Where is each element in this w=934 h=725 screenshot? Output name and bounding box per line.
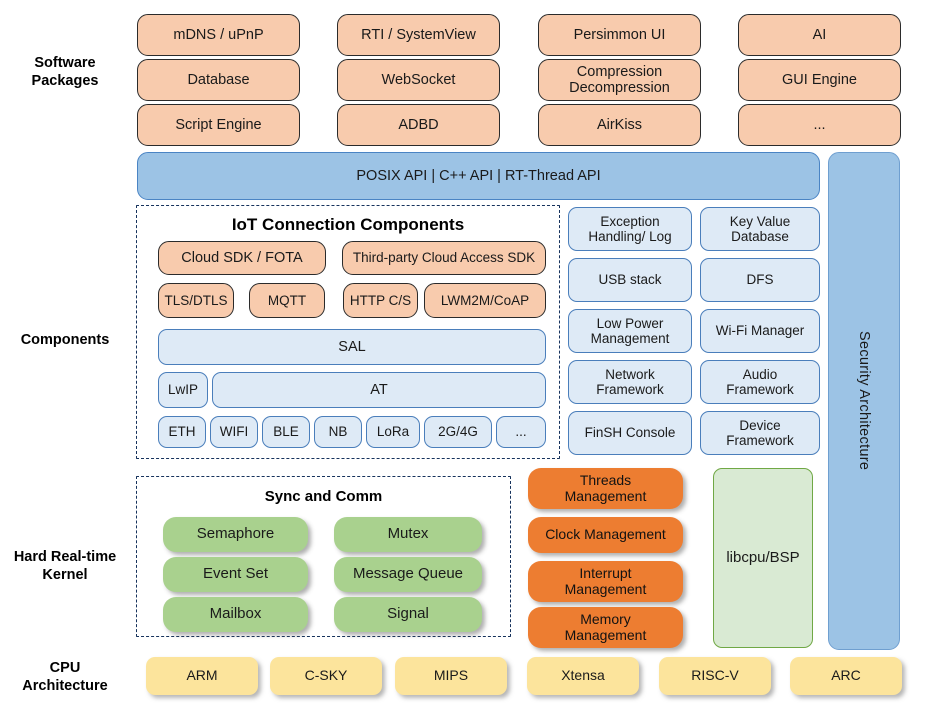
package-box[interactable]: WebSocket — [337, 59, 500, 101]
row-label-software-packages: Software Packages — [31, 54, 99, 89]
package-box[interactable]: Compression Decompression — [538, 59, 701, 101]
component-box[interactable]: FinSH Console — [568, 411, 692, 455]
row-label-components: Components — [20, 331, 110, 348]
iot-box[interactable]: TLS/DTLS — [158, 283, 234, 318]
sync-comm-box[interactable]: Event Set — [163, 557, 308, 592]
sync-comm-box[interactable]: Mailbox — [163, 597, 308, 632]
iot-connection-container — [136, 205, 560, 459]
cpu-arch-box[interactable]: Xtensa — [527, 657, 639, 695]
package-box[interactable]: Script Engine — [137, 104, 300, 146]
row-label-cpu: CPU Architecture — [22, 659, 108, 694]
kernel-management-box[interactable]: Memory Management — [528, 607, 683, 648]
cpu-arch-box[interactable]: MIPS — [395, 657, 507, 695]
cpu-arch-box[interactable]: C-SKY — [270, 657, 382, 695]
package-box[interactable]: RTI / SystemView — [337, 14, 500, 56]
iot-link-box[interactable]: ETH — [158, 416, 206, 448]
iot-link-box[interactable]: BLE — [262, 416, 310, 448]
cpu-arch-box[interactable]: ARM — [146, 657, 258, 695]
package-box[interactable]: Persimmon UI — [538, 14, 701, 56]
iot-link-box[interactable]: LoRa — [366, 416, 420, 448]
component-box[interactable]: DFS — [700, 258, 820, 302]
kernel-management-box[interactable]: Interrupt Management — [528, 561, 683, 602]
api-bar[interactable]: POSIX API | C++ API | RT-Thread API — [137, 152, 820, 200]
component-box[interactable]: Key Value Database — [700, 207, 820, 251]
component-box[interactable]: Audio Framework — [700, 360, 820, 404]
package-box[interactable]: Database — [137, 59, 300, 101]
kernel-management-box[interactable]: Clock Management — [528, 517, 683, 553]
sync-comm-box[interactable]: Signal — [334, 597, 482, 632]
iot-box[interactable]: HTTP C/S — [343, 283, 418, 318]
kernel-management-box[interactable]: Threads Management — [528, 468, 683, 509]
iot-lwip-box[interactable]: LwIP — [158, 372, 208, 408]
sync-comm-box[interactable]: Message Queue — [334, 557, 482, 592]
iot-box[interactable]: MQTT — [249, 283, 325, 318]
iot-connection-title: IoT Connection Components — [231, 215, 465, 234]
sync-comm-box[interactable]: Mutex — [334, 517, 482, 552]
iot-box[interactable]: LWM2M/CoAP — [424, 283, 546, 318]
cpu-arch-box[interactable]: RISC-V — [659, 657, 771, 695]
cpu-arch-box[interactable]: ARC — [790, 657, 902, 695]
package-box[interactable]: AirKiss — [538, 104, 701, 146]
iot-link-box[interactable]: NB — [314, 416, 362, 448]
package-box[interactable]: GUI Engine — [738, 59, 901, 101]
iot-link-box[interactable]: 2G/4G — [424, 416, 492, 448]
package-box[interactable]: AI — [738, 14, 901, 56]
component-box[interactable]: Wi-Fi Manager — [700, 309, 820, 353]
package-box[interactable]: ADBD — [337, 104, 500, 146]
component-box[interactable]: Exception Handling/ Log — [568, 207, 692, 251]
component-box[interactable]: Network Framework — [568, 360, 692, 404]
sync-comm-title: Sync and Comm — [264, 487, 383, 505]
iot-link-box[interactable]: WIFI — [210, 416, 258, 448]
iot-box[interactable]: Third-party Cloud Access SDK — [342, 241, 546, 275]
row-label-kernel: Hard Real-time Kernel — [13, 548, 117, 583]
security-architecture-panel[interactable]: Security Architecture — [828, 152, 900, 650]
package-box[interactable]: ... — [738, 104, 901, 146]
iot-sal-box[interactable]: SAL — [158, 329, 546, 365]
iot-box[interactable]: Cloud SDK / FOTA — [158, 241, 326, 275]
iot-at-box[interactable]: AT — [212, 372, 546, 408]
sync-comm-box[interactable]: Semaphore — [163, 517, 308, 552]
component-box[interactable]: Device Framework — [700, 411, 820, 455]
package-box[interactable]: mDNS / uPnP — [137, 14, 300, 56]
component-box[interactable]: Low Power Management — [568, 309, 692, 353]
security-architecture-label: Security Architecture — [856, 331, 872, 471]
component-box[interactable]: USB stack — [568, 258, 692, 302]
iot-link-box[interactable]: ... — [496, 416, 546, 448]
libcpu-bsp-box[interactable]: libcpu/BSP — [713, 468, 813, 648]
sync-comm-container — [136, 476, 511, 637]
